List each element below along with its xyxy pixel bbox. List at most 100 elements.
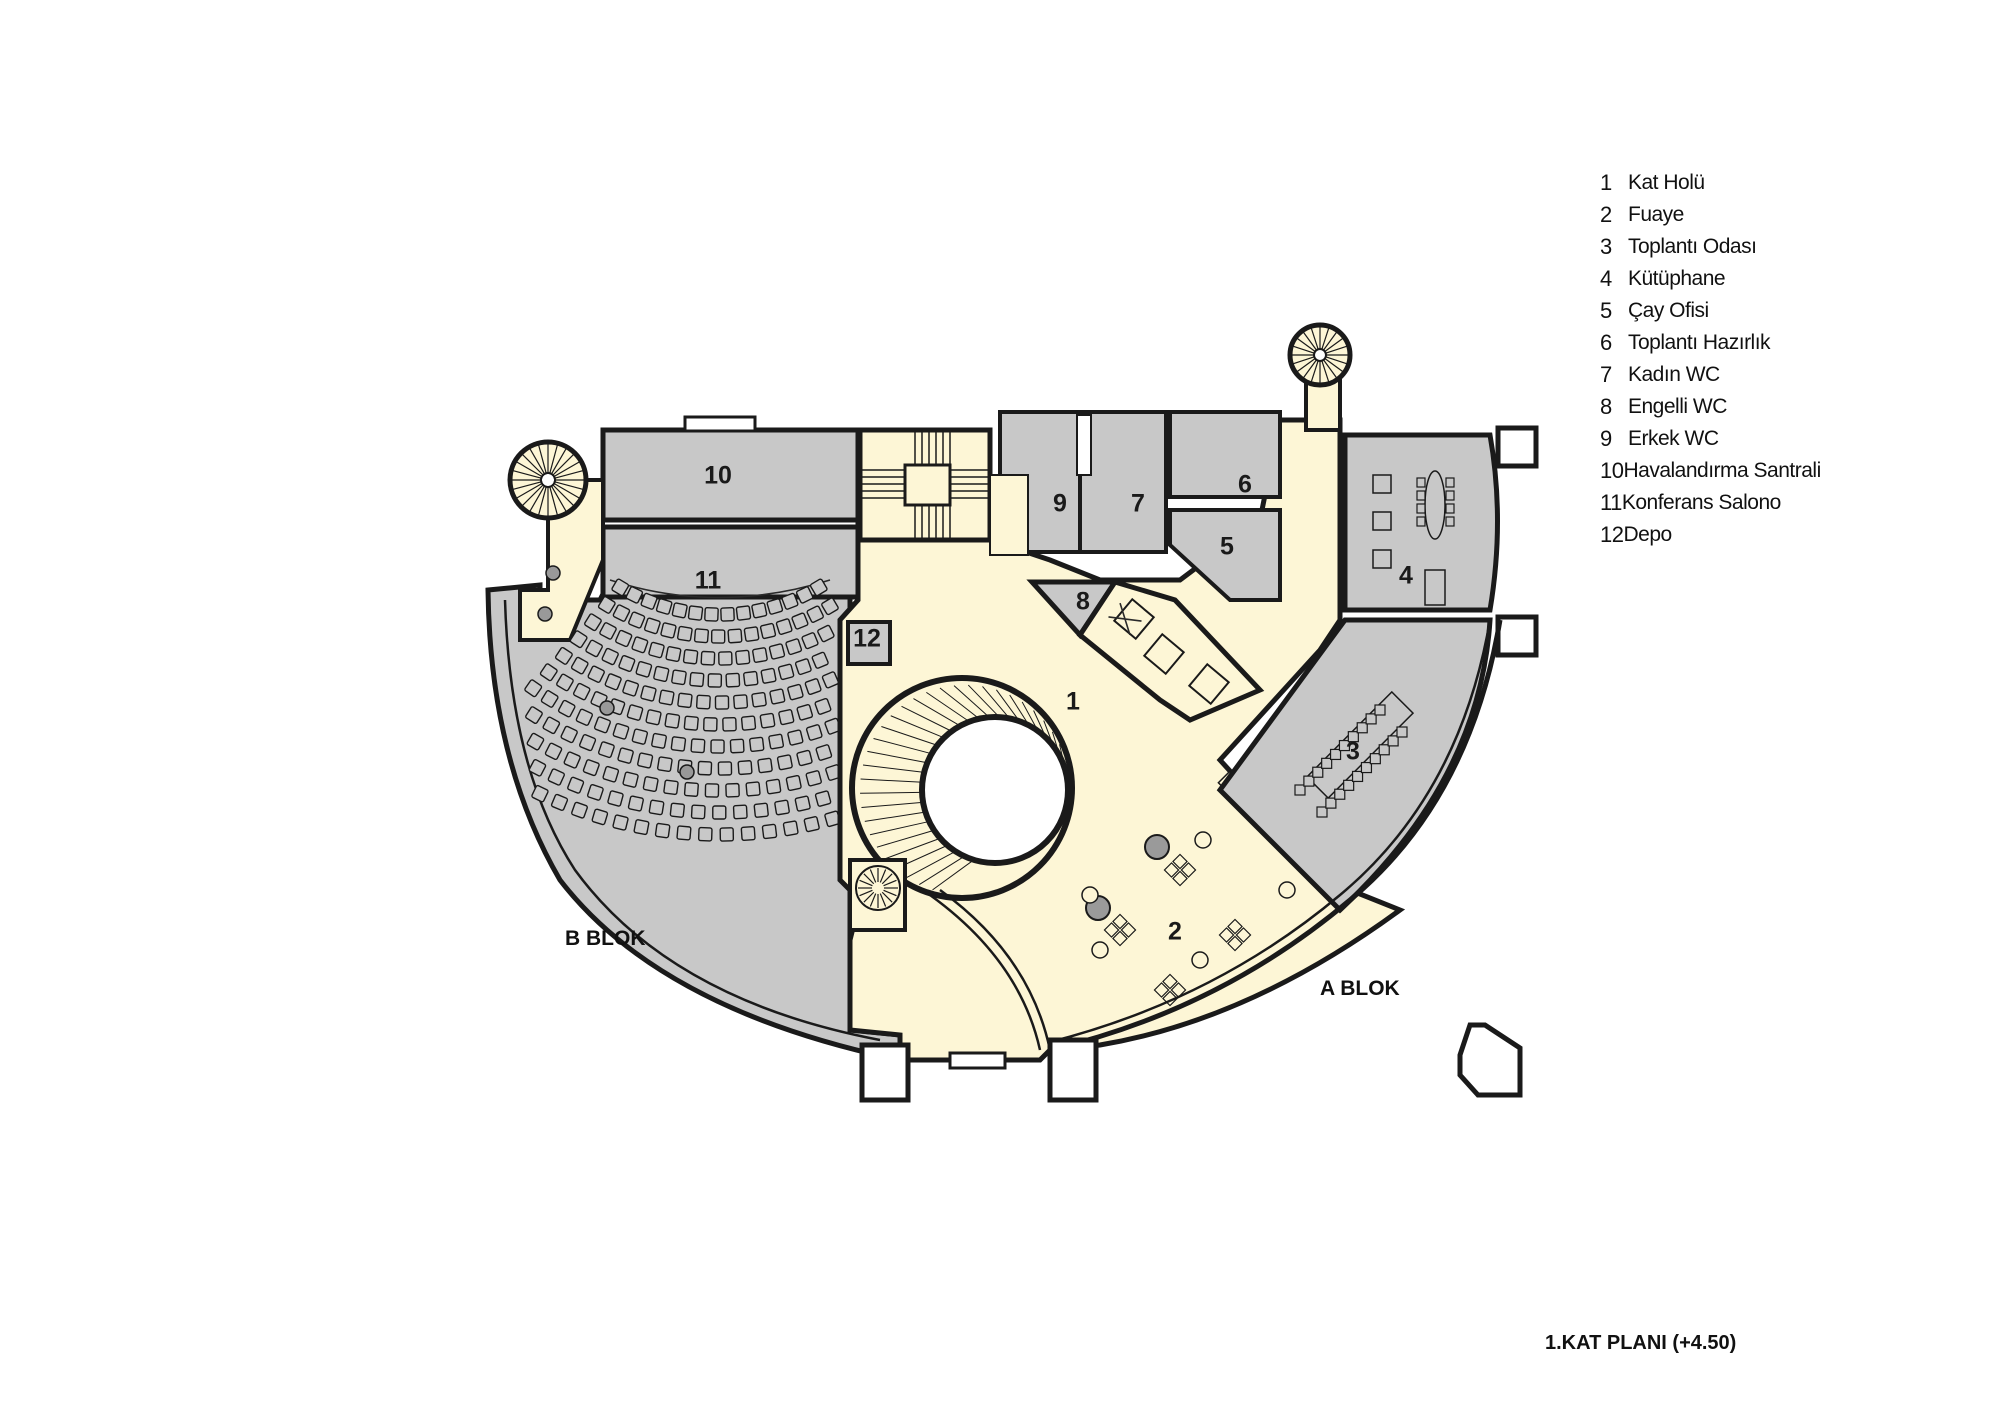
legend-room-name: Çay Ofisi	[1628, 299, 1709, 322]
spiral-stair-b	[507, 439, 589, 521]
chair	[1334, 788, 1346, 800]
seat	[735, 649, 751, 665]
cafe-chair	[1218, 927, 1235, 943]
seat	[809, 578, 828, 597]
seat	[539, 663, 558, 682]
seat	[775, 618, 793, 635]
chair	[1294, 784, 1306, 796]
seat	[571, 801, 588, 819]
seat	[787, 683, 804, 701]
seat	[743, 670, 759, 687]
seat	[749, 736, 765, 753]
seat	[690, 738, 706, 754]
stair-tread	[1303, 359, 1317, 379]
legend-room-name: Kütüphane	[1628, 267, 1726, 290]
seat	[745, 781, 761, 797]
cafe-table	[1278, 881, 1296, 899]
room-label-4: 4	[1399, 562, 1413, 590]
column	[679, 764, 695, 780]
stair-tread	[861, 802, 922, 809]
stair-tread	[1310, 328, 1319, 350]
seat	[651, 732, 667, 749]
stair-tread	[863, 891, 875, 903]
stair-tread	[982, 686, 1008, 717]
stair-tread	[860, 778, 921, 783]
stair-tread	[862, 764, 923, 773]
chair	[1338, 739, 1351, 752]
seat	[804, 678, 822, 696]
seat	[814, 697, 832, 715]
stair-tread	[551, 454, 574, 477]
chair	[1365, 713, 1377, 725]
seat	[805, 724, 823, 741]
shelf	[1372, 474, 1392, 494]
stair-tread	[529, 484, 546, 512]
seat	[687, 605, 704, 621]
legend-room-name: Kadın WC	[1628, 363, 1720, 386]
seat	[707, 673, 723, 688]
seat	[542, 716, 561, 735]
seat	[683, 715, 699, 731]
seat	[612, 604, 631, 622]
seat	[801, 632, 819, 650]
stair-tread	[995, 689, 1018, 719]
stair-tread	[881, 873, 893, 885]
seat	[560, 725, 578, 744]
room-label-1: 1	[1066, 688, 1080, 716]
seat	[671, 669, 687, 686]
stair-tread	[538, 485, 548, 515]
seat	[669, 802, 686, 818]
seat	[654, 822, 671, 839]
seat	[597, 741, 615, 759]
stair-tread	[881, 891, 893, 903]
stair-tread	[522, 454, 545, 477]
seat	[752, 647, 768, 663]
stair-tread	[529, 448, 546, 476]
seat	[805, 770, 822, 787]
seat	[760, 667, 777, 684]
stair-tread	[885, 838, 939, 860]
legend-number: 5	[1600, 298, 1612, 323]
cafe-table	[1191, 951, 1209, 969]
seat	[689, 671, 705, 688]
seat	[579, 734, 597, 752]
seat	[777, 663, 795, 681]
seat	[718, 651, 733, 666]
seat	[569, 630, 588, 649]
room-7-women-wc	[1078, 410, 1168, 554]
legend-room-name: Depo	[1623, 523, 1672, 546]
seat	[540, 690, 559, 708]
stair-tread	[1323, 331, 1337, 351]
legend-room-name: Toplantı Hazırlık	[1628, 331, 1771, 354]
stair-tread	[883, 889, 897, 897]
cafe-table	[1194, 831, 1212, 849]
chair	[1374, 704, 1386, 716]
stair-tread	[548, 485, 558, 515]
room-label-2: 2	[1168, 918, 1182, 946]
seat	[615, 629, 633, 648]
auditorium-seats	[524, 565, 842, 842]
stair-tread	[859, 889, 873, 897]
stair-tread	[901, 705, 950, 731]
seat	[572, 682, 591, 701]
stair-tread	[919, 857, 963, 885]
seat	[727, 628, 743, 644]
stair-tread	[1321, 328, 1330, 350]
stair-tread	[860, 791, 921, 794]
cafe-chair	[1227, 935, 1243, 952]
stair-tread	[548, 445, 558, 475]
seat	[635, 660, 653, 678]
seat	[550, 793, 569, 812]
stair-tread	[1323, 359, 1337, 379]
chair	[1445, 477, 1455, 488]
stair-tread	[863, 873, 875, 885]
stair-tread	[1033, 710, 1045, 734]
seat	[670, 736, 687, 752]
elevator-core	[1076, 579, 1265, 723]
stair-tread	[864, 811, 924, 822]
seat	[612, 722, 630, 740]
seat	[757, 757, 773, 774]
